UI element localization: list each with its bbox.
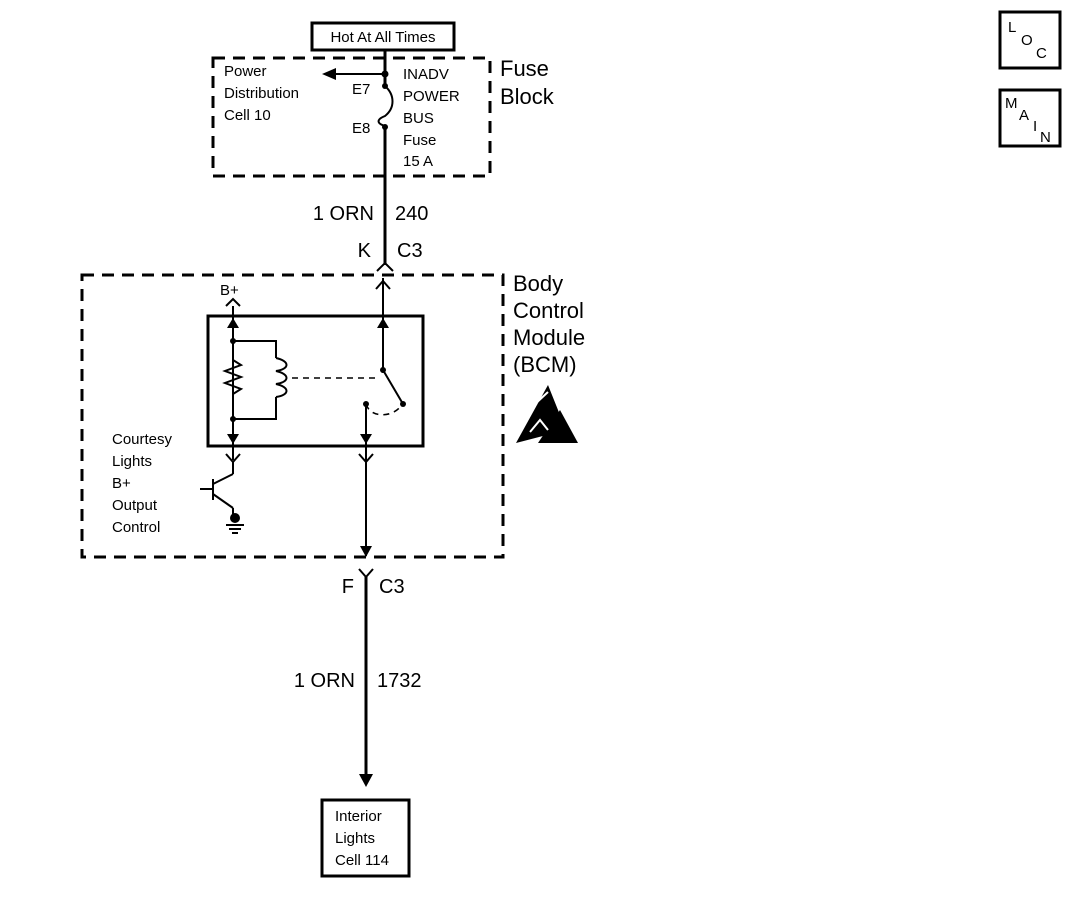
main-button-frame[interactable] [998, 88, 1062, 148]
output-label-line2: Lights [112, 453, 152, 470]
relay-coil-icon [275, 357, 288, 398]
power-source-box: Hot At All Times [310, 21, 456, 52]
bplus-chevron-icon [225, 297, 241, 307]
main-letter-2: A [1019, 107, 1029, 124]
bcm-title-line3: Module [513, 325, 585, 350]
fuse-block-title-line1: Fuse [500, 56, 549, 81]
loc-letter-1: L [1008, 19, 1016, 36]
main-letter-4: N [1040, 129, 1051, 146]
connector-lower-name: C3 [379, 576, 405, 598]
bcm-output-chevron-icon [358, 453, 374, 464]
bcm-title-line4: (BCM) [513, 352, 577, 377]
switch-dashed-arc [365, 403, 402, 416]
pdc-arrow-icon [322, 68, 336, 80]
connector-upper-name: C3 [397, 240, 423, 262]
bcm-output-arrow-icon [360, 546, 372, 557]
pdc-label-line3: Cell 10 [224, 107, 271, 124]
main-letter-3: I [1033, 118, 1037, 135]
terminal-e8-label: E8 [352, 120, 370, 137]
wire-1732-arrow-icon [359, 774, 373, 787]
fuse-label-line4: Fuse [403, 132, 436, 149]
destination-line1: Interior [335, 808, 382, 825]
loc-button[interactable]: L O C [998, 10, 1062, 70]
switch-arrow-down-icon [360, 434, 372, 444]
esd-warning-icon [516, 385, 578, 443]
destination-line2: Lights [335, 830, 375, 847]
pdc-label-line2: Distribution [224, 85, 299, 102]
destination-frame[interactable] [320, 798, 411, 878]
bcm-module: Body Control Module (BCM) B+ [80, 271, 585, 559]
bcm-outline [80, 273, 505, 559]
bcm-title-line2: Control [513, 298, 584, 323]
connector-lower-pin: F [342, 576, 354, 598]
coil-lead-top [233, 340, 277, 358]
output-label-line1: Courtesy [112, 431, 173, 448]
switch-contact-icon [400, 401, 406, 407]
wire-lower-circuit: 1732 [377, 670, 422, 692]
ground-icon [226, 513, 244, 534]
loc-button-frame[interactable] [998, 10, 1062, 70]
main-letter-1: M [1005, 95, 1018, 112]
relay-k-chevron-icon [375, 279, 391, 290]
power-source-frame [310, 21, 456, 52]
connector-f-chevron-icon [358, 568, 374, 579]
fuse-label-line2: POWER [403, 88, 460, 105]
feed-wire-upper [376, 50, 394, 272]
terminal-e7-label: E7 [352, 81, 370, 98]
switch-arrow-up-icon [377, 318, 389, 328]
loc-letter-2: O [1021, 32, 1033, 49]
connector-upper-pin: K [358, 240, 372, 262]
fuse-label-line3: BUS [403, 110, 434, 127]
resistor-icon [222, 359, 244, 395]
output-label-line4: Output [112, 497, 158, 514]
output-label-line3: B+ [112, 475, 131, 492]
transistor-emitter [212, 493, 234, 509]
relay-box [206, 314, 425, 448]
coil-lead-bottom [233, 397, 277, 420]
transistor-collector [212, 473, 234, 485]
splice-dot-icon [381, 70, 389, 78]
bcm-bplus-label: B+ [220, 282, 239, 299]
relay-left-arrow-down-icon [227, 434, 239, 444]
power-source-label: Hot At All Times [330, 29, 435, 46]
relay-left-arrow-up-icon [227, 318, 239, 328]
fuse-label-line1: INADV [403, 66, 449, 83]
wire-lower-color: 1 ORN [294, 670, 355, 692]
fuse-block-outline [211, 56, 492, 178]
destination-box[interactable]: Interior Lights Cell 114 [320, 798, 411, 878]
wire-upper-color: 1 ORN [313, 203, 374, 225]
loc-letter-3: C [1036, 45, 1047, 62]
pdc-label-line1: Power [224, 63, 267, 80]
fuse-block: Fuse Block Power Distribution Cell 10 E7… [211, 56, 555, 178]
output-label-line5: Control [112, 519, 160, 536]
switch-blade-icon [382, 369, 404, 405]
fuse-block-title-line2: Block [500, 84, 555, 109]
main-button[interactable]: M A I N [998, 88, 1062, 148]
fuse-label-line5: 15 A [403, 153, 433, 170]
connector-k-chevron-icon [376, 261, 394, 272]
bcm-title-line1: Body [513, 271, 563, 296]
fuse-element-icon [377, 85, 394, 127]
destination-line3: Cell 114 [335, 852, 389, 869]
wire-upper-circuit: 240 [395, 203, 428, 225]
